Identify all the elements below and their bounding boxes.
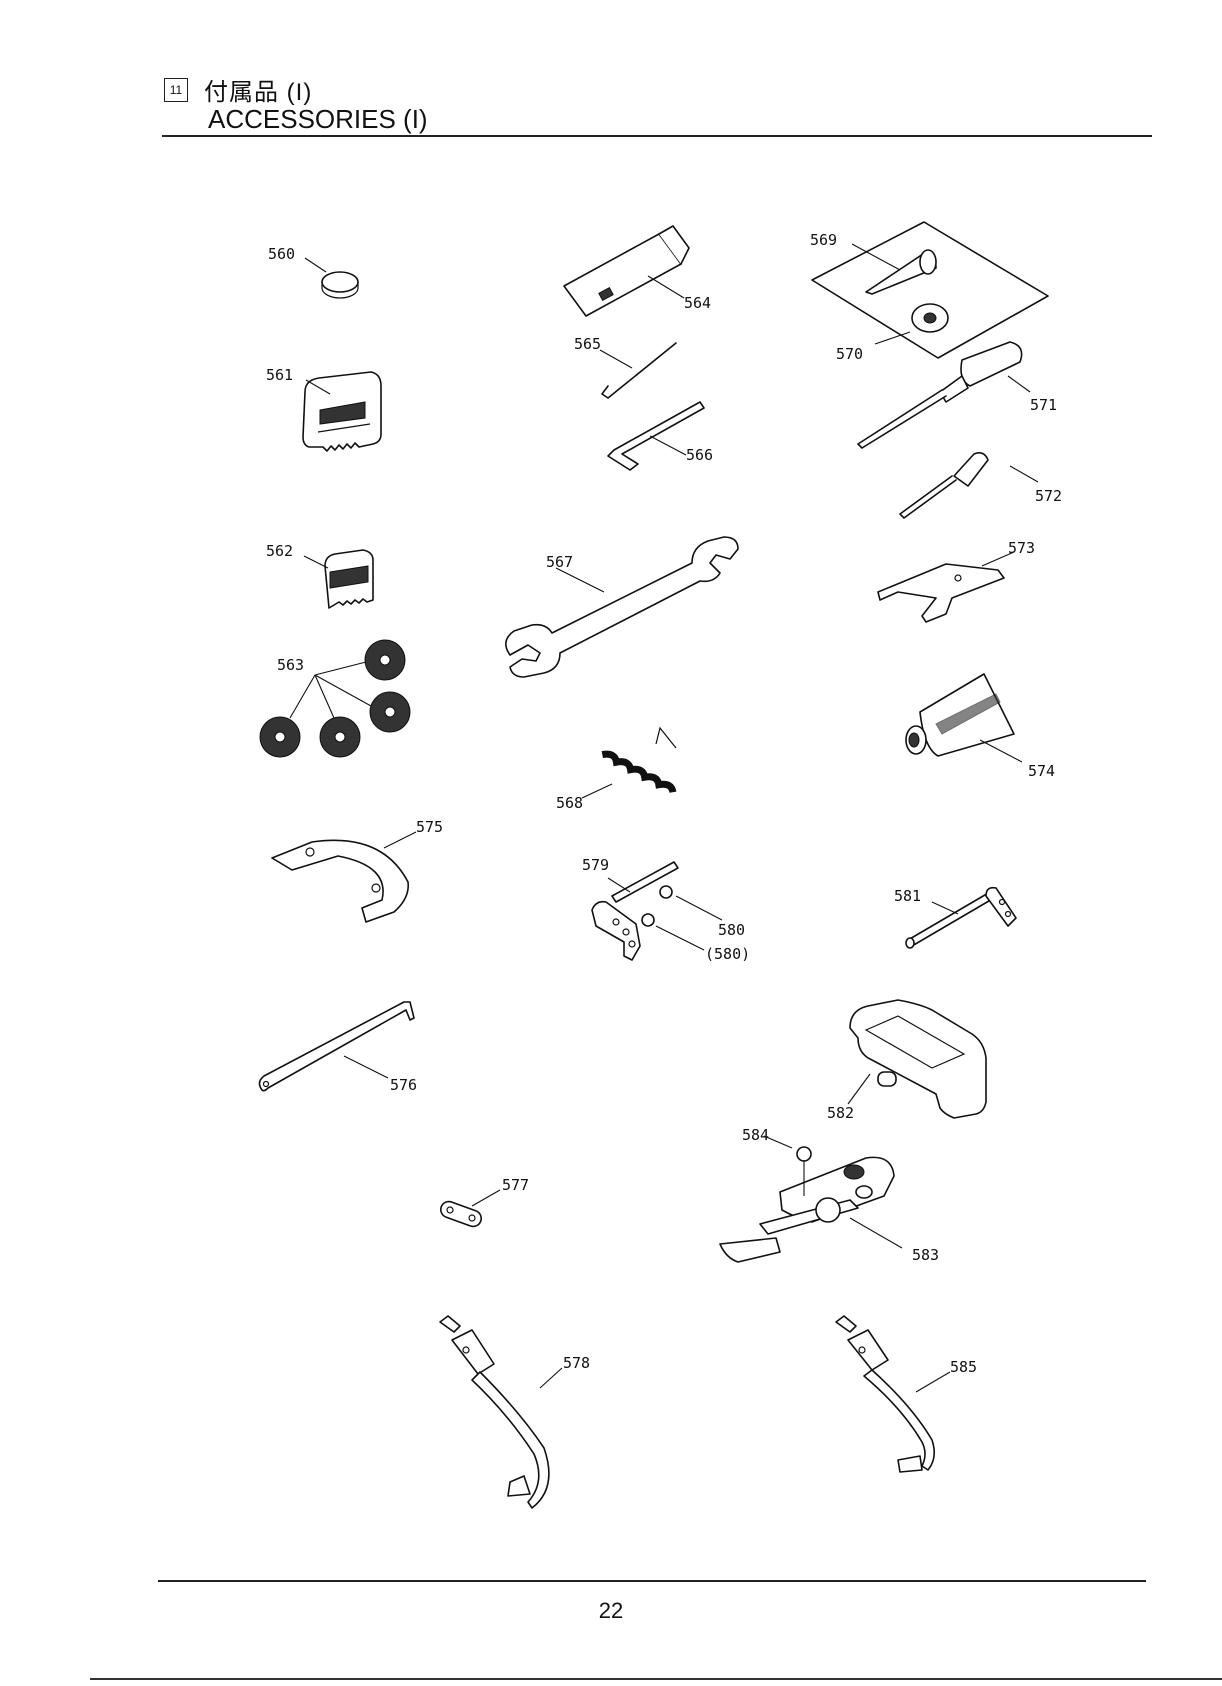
part-562-block: 562 (266, 542, 373, 608)
label-566: 566 (686, 446, 713, 464)
label-572: 572 (1035, 487, 1062, 505)
bottom-rule (90, 1678, 1222, 1680)
label-580-alt: (580) (705, 945, 750, 963)
label-564: 564 (684, 294, 711, 312)
label-576: 576 (390, 1076, 417, 1094)
label-573: 573 (1008, 539, 1035, 557)
label-565: 565 (574, 335, 601, 353)
part-566-hex-key: 566 (608, 402, 713, 470)
label-563: 563 (277, 656, 304, 674)
part-575-curved-plate: 575 (272, 818, 443, 922)
part-581-pin: 581 (894, 887, 1016, 948)
label-579: 579 (582, 856, 609, 874)
part-577-link: 577 (439, 1176, 530, 1229)
label-574: 574 (1028, 762, 1055, 780)
label-582: 582 (827, 1104, 854, 1122)
part-585-presser: 585 (836, 1316, 977, 1472)
label-560: 560 (268, 245, 295, 263)
part-582-frame: 582 (827, 1000, 986, 1122)
label-578: 578 (563, 1354, 590, 1372)
accessories-diagram: 560 561 562 563 564 (0, 0, 1222, 1580)
label-569: 569 (810, 231, 837, 249)
part-561-block: 561 (266, 366, 381, 451)
part-574-oiler: 574 (906, 674, 1055, 780)
part-560-cap: 560 (268, 245, 358, 298)
footer-rule (158, 1580, 1146, 1582)
label-575: 575 (416, 818, 443, 836)
part-573-fork-plate: 573 (878, 539, 1035, 622)
part-565-hex-key: 565 (574, 335, 676, 398)
label-580: 580 (718, 921, 745, 939)
label-577: 577 (502, 1176, 529, 1194)
label-584: 584 (742, 1126, 769, 1144)
part-563-bobbins: 563 (260, 640, 410, 757)
label-581: 581 (894, 887, 921, 905)
label-583: 583 (912, 1246, 939, 1264)
part-572-small-screwdriver: 572 (900, 453, 1062, 518)
page-number: 22 (0, 1598, 1222, 1624)
part-579-580-rod-assembly: 579 580 (580) (582, 856, 750, 963)
label-585: 585 (950, 1358, 977, 1376)
part-567-wrench: 567 (506, 537, 738, 677)
part-564-grease-tube: 564 (564, 226, 711, 316)
label-561: 561 (266, 366, 293, 384)
part-583-584-presser-foot: 584 583 (720, 1126, 939, 1264)
part-571-screwdriver: 571 (858, 342, 1057, 448)
label-570: 570 (836, 345, 863, 363)
part-576-bar: 576 (259, 1002, 417, 1094)
label-562: 562 (266, 542, 293, 560)
label-568: 568 (556, 794, 583, 812)
label-571: 571 (1030, 396, 1057, 414)
part-568-spring: 568 (556, 728, 676, 812)
part-578-presser: 578 (440, 1316, 590, 1508)
label-567: 567 (546, 553, 573, 571)
